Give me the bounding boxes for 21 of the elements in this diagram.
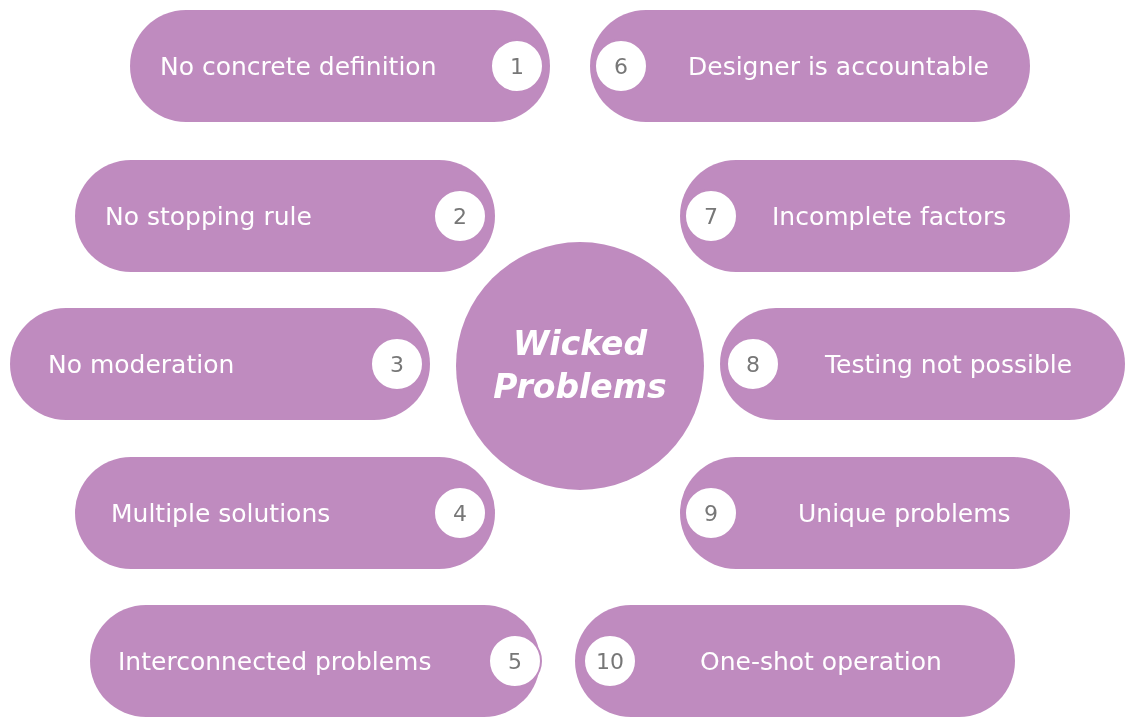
item-label: Unique problems: [798, 498, 1011, 528]
item-label: Incomplete factors: [772, 201, 1007, 231]
number-badge: 2: [433, 189, 487, 243]
number-badge: 1: [490, 39, 544, 93]
item-label: One-shot operation: [700, 646, 942, 676]
number-badge: 4: [433, 486, 487, 540]
item-label: No stopping rule: [105, 201, 312, 231]
item-label: Designer is accountable: [688, 51, 989, 81]
item-label: No moderation: [48, 349, 235, 379]
number-badge: 3: [370, 337, 424, 391]
item-label: Interconnected problems: [118, 646, 432, 676]
center-circle: Wicked Problems: [456, 242, 704, 490]
item-label: No concrete definition: [160, 51, 437, 81]
item-label: Testing not possible: [825, 349, 1073, 379]
item-label: Multiple solutions: [111, 498, 331, 528]
number-badge: 7: [684, 189, 738, 243]
number-badge: 10: [583, 634, 637, 688]
number-badge: 5: [488, 634, 542, 688]
number-badge: 9: [684, 486, 738, 540]
number-badge: 8: [726, 337, 780, 391]
number-badge: 6: [594, 39, 648, 93]
